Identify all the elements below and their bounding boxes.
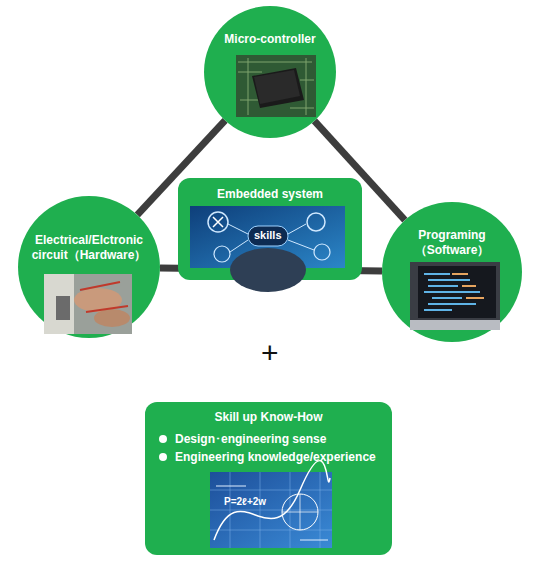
node-title: Programing（Software）: [402, 228, 502, 258]
circle-fill: [18, 196, 160, 338]
circle-outline: [382, 202, 522, 342]
bullet-dot: [159, 435, 167, 443]
component-circle: Programing（Software）: [382, 202, 522, 342]
circle-fill: [382, 202, 522, 342]
skill-box: Skill up Know-HowDesign･engineering sens…: [145, 402, 392, 555]
node-title: Skill up Know-How: [149, 410, 388, 425]
component-circle: Micro-controller: [204, 6, 336, 138]
circle-fill: [204, 6, 336, 138]
node-title: Embedded system: [182, 187, 358, 202]
node-title: Electrical/Elctronic circuit（Hardware）: [22, 233, 156, 263]
bullet-text: Design･engineering sense: [175, 432, 390, 447]
bullet-dot: [159, 453, 167, 461]
plus-sign: +: [261, 336, 279, 370]
circle-outline: [204, 6, 336, 138]
node-title: Micro-controller: [210, 32, 330, 47]
circle-outline: [18, 196, 160, 338]
bullet-text: Engineering knowledge/experience: [175, 450, 390, 465]
image-text: skills: [254, 229, 282, 241]
formula-text: P=2ℓ+2w: [224, 496, 266, 507]
component-circle: Electrical/Elctronic circuit（Hardware）: [18, 196, 160, 338]
